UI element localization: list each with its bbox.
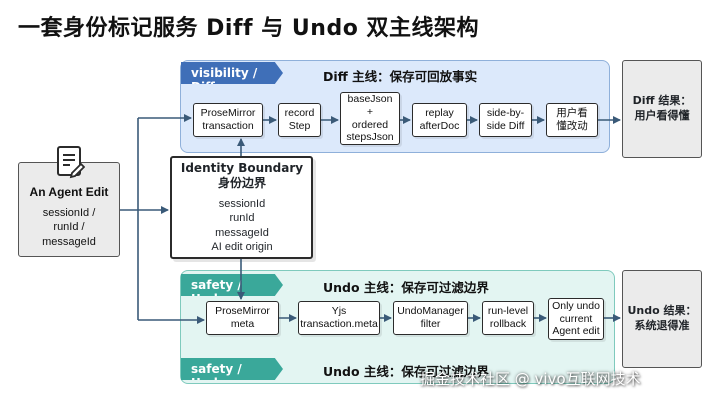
undo-lane-heading-repeat: Undo 主线：保存可过滤边界	[323, 364, 489, 379]
diff-step-replay: replay afterDoc	[412, 103, 467, 137]
document-edit-icon	[55, 145, 86, 179]
identity-boundary-box	[170, 156, 313, 259]
undo-lane-tag: safety / Undo	[181, 274, 283, 296]
diff-step-prosemirror-transaction: ProseMirror transaction	[193, 103, 263, 137]
undo-result: Undo 结果： 系统退得准	[622, 270, 702, 368]
page-title: 一套身份标记服务 Diff 与 Undo 双主线架构	[18, 16, 479, 41]
undo-step-prosemirror-meta: ProseMirror meta	[206, 301, 279, 335]
agent-edit-fields: sessionId / runId / messageId	[42, 207, 96, 248]
undo-step-undomanager-filter: UndoManager filter	[393, 301, 468, 335]
diff-step-base-json: baseJson + ordered stepsJson	[340, 92, 400, 145]
diff-lane-heading: Diff 主线：保存可回放事实	[323, 69, 478, 84]
agent-edit-title: An Agent Edit	[29, 185, 109, 199]
diff-step-side-by-side: side-by- side Diff	[479, 103, 532, 137]
diff-step-record-step: record Step	[278, 103, 321, 137]
undo-step-yjs-meta: Yjs transaction.meta	[298, 301, 380, 335]
diff-lane-tag: visibility / Diff	[181, 62, 283, 84]
watermark: 掘金技术社区 @ vivo互联网技术	[420, 370, 641, 388]
undo-step-run-level-rollback: run-level rollback	[482, 301, 534, 335]
identity-boundary-title: Identity Boundary 身份边界	[180, 161, 304, 190]
undo-lane-tag-repeat: safety / Undo	[181, 358, 283, 380]
undo-lane-heading: Undo 主线：保存可过滤边界	[323, 280, 489, 295]
undo-step-only-undo: Only undo current Agent edit	[548, 298, 604, 340]
diff-step-user-understand: 用户看 懂改动	[546, 103, 598, 137]
identity-boundary-fields: sessionId runId messageId AI edit origin	[211, 198, 273, 253]
diff-result: Diff 结果： 用户看得懂	[622, 60, 702, 158]
